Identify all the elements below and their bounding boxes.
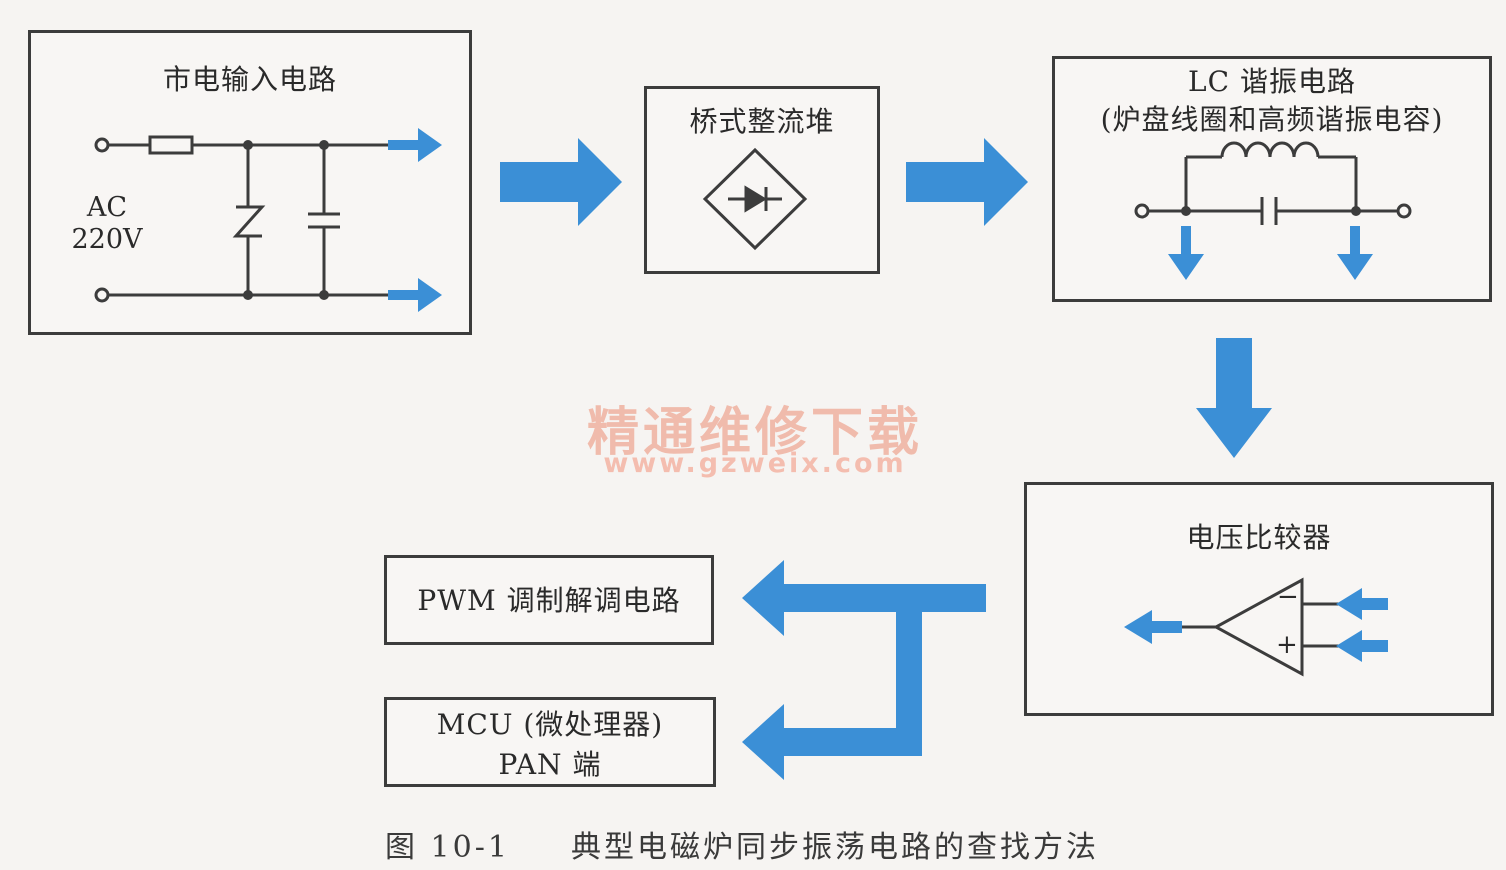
mcu-title-line1: MCU (微处理器) xyxy=(436,708,664,741)
flow-arrow-icon xyxy=(1196,338,1272,458)
flow-arrow-icon xyxy=(906,138,1028,226)
inductor-coil-icon xyxy=(1220,141,1320,158)
mcu-title-line2: PAN 端 xyxy=(498,748,602,781)
flow-arrow-icon xyxy=(1124,610,1182,644)
mains-input-circuit xyxy=(94,135,392,303)
ac-label-line1: AC xyxy=(86,192,128,223)
mains-input-title: 市电输入电路 xyxy=(162,63,337,96)
caption-number: 图 10-1 xyxy=(385,830,510,865)
pwm-block: PWM 调制解调电路 xyxy=(384,555,714,645)
lc-title-line1: LC 谐振电路 xyxy=(1188,65,1356,98)
bridge-rectifier-title: 桥式整流堆 xyxy=(689,105,835,138)
pwm-title: PWM 调制解调电路 xyxy=(417,584,681,617)
lc-title-line2: (炉盘线圈和高频谐振电容) xyxy=(1100,103,1444,136)
caption-text: 典型电磁炉同步振荡电路的查找方法 xyxy=(571,830,1100,865)
voltage-comparator-block: 电压比较器 xyxy=(1024,482,1494,716)
mains-input-block: 市电输入电路 xyxy=(28,30,472,335)
figure-caption: 图 10-1 典型电磁炉同步振荡电路的查找方法 xyxy=(385,822,1099,866)
mcu-block: MCU (微处理器) PAN 端 xyxy=(384,697,716,787)
flow-arrow-icon xyxy=(1168,226,1204,280)
flow-arrow-icon xyxy=(388,128,442,162)
input-terminal-bottom xyxy=(94,287,110,303)
bridge-rectifier-icon xyxy=(702,147,808,251)
input-terminal-top xyxy=(94,137,110,153)
flow-arrow-icon xyxy=(1336,588,1388,620)
comparator-title: 电压比较器 xyxy=(1186,521,1332,554)
ac-voltage-label: AC 220V xyxy=(62,192,152,256)
watermark-url: www.gzweix.com xyxy=(603,448,907,479)
op-amp-icon xyxy=(1180,577,1340,677)
split-flow-arrow-icon xyxy=(742,560,986,780)
comparator-plus-sign: + xyxy=(1276,630,1298,660)
ac-label-line2: 220V xyxy=(71,224,143,255)
lc-circuit xyxy=(1134,141,1412,225)
flow-arrow-icon xyxy=(388,278,442,312)
flow-arrow-icon xyxy=(1337,226,1373,280)
flow-arrow-icon xyxy=(1336,630,1388,662)
flow-arrow-icon xyxy=(500,138,622,226)
lc-resonant-block: LC 谐振电路 (炉盘线圈和高频谐振电容) xyxy=(1052,56,1492,302)
watermark-name: 精通维修下载 xyxy=(586,403,923,463)
zener-diode-icon xyxy=(232,205,266,238)
fuse-icon xyxy=(148,135,194,155)
